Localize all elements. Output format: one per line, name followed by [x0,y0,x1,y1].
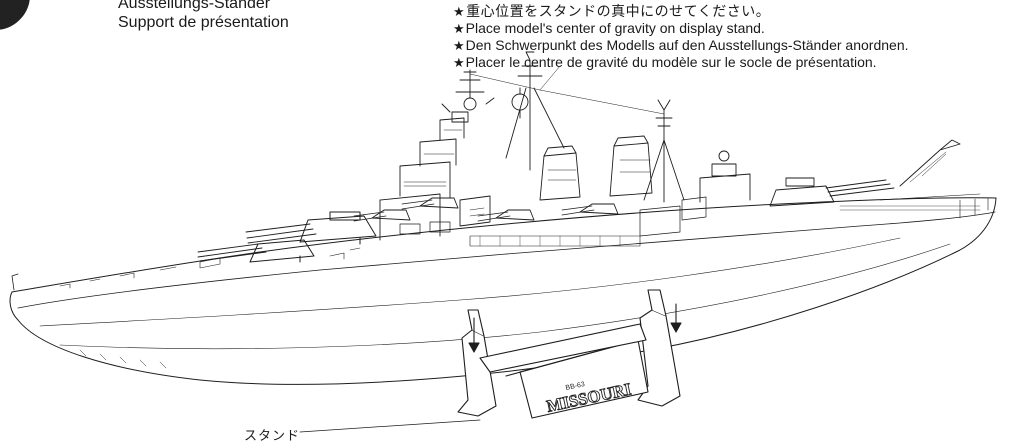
note-text: Den Schwerpunkt des Modells auf den Auss… [465,37,909,53]
star-icon: ★ [453,38,465,53]
forward-superstructure [353,51,565,241]
heading-line-fr: Support de présentation [118,14,289,31]
stand-callout-label: スタンド [244,428,301,443]
note-english: ★Place model's center of gravity on disp… [453,20,909,37]
star-icon: ★ [453,55,465,70]
svg-text:BB-63: BB-63 [565,381,586,392]
placement-arrows [468,303,682,353]
note-text: Placer le centre de gravité du modèle su… [465,54,877,70]
display-stand [457,289,681,419]
aft-superstructure [699,139,981,211]
star-icon: ★ [453,21,465,36]
forward-main-turrets [197,211,377,263]
instruction-notes: ★重心位置をスタンドの真中にのせてください。 ★Place model's ce… [453,3,909,71]
note-japanese: ★重心位置をスタンドの真中にのせてください。 [453,3,909,20]
note-french: ★Placer le centre de gravité du modèle s… [453,54,909,71]
section-heading: Ausstellungs-Ständer Support de présenta… [118,0,289,32]
star-icon: ★ [453,4,466,19]
heading-line-de: Ausstellungs-Ständer [118,0,271,12]
midships-superstructure [469,65,707,247]
note-german: ★Den Schwerpunkt des Modells auf den Aus… [453,37,909,54]
note-text: Place model's center of gravity on displ… [465,20,765,36]
deck-fittings [59,247,361,289]
callout-leader-line [299,419,481,433]
note-text: 重心位置をスタンドの真中にのせてください。 [466,3,771,19]
